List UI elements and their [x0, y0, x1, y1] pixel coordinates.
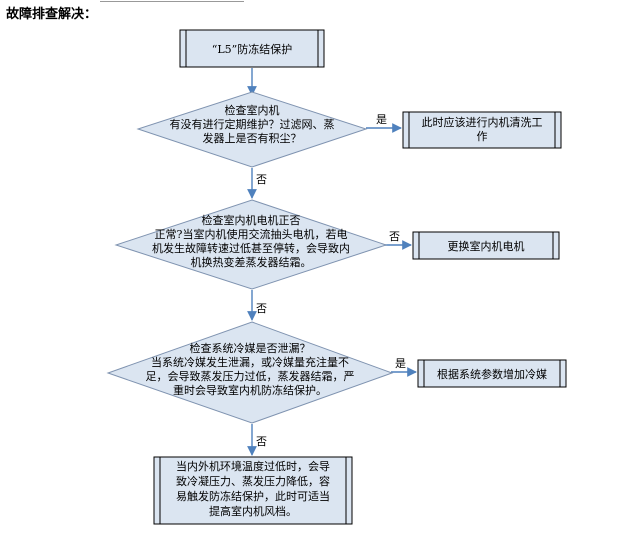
edge-label-no-2: 否: [389, 230, 400, 243]
node-start: “L5”防冻结保护: [179, 29, 325, 68]
node-check1: 检查室内机有没有进行定期维护？过滤网、蒸发器上是否有积尘？: [136, 91, 368, 168]
node-text-line: 根据系统参数增加冷媒: [437, 367, 547, 381]
node-check1-text: 检查室内机有没有进行定期维护？过滤网、蒸发器上是否有积尘？: [170, 103, 335, 145]
heading-underline: [100, 1, 244, 2]
node-text-line: 提高室内机风档。: [209, 504, 297, 518]
node-text-line: 当系统冷媒发生泄漏，或冷媒量充注量不: [151, 355, 349, 369]
node-check2-text: 检查室内机电机正否正常?当室内机使用交流抽头电机，若电机发生故障转速过低甚至停转…: [152, 213, 350, 269]
node-text-line: 重时会导致室内机防冻结保护。: [173, 383, 327, 397]
node-text-line: 此时应该进行内机清洗工: [422, 115, 543, 129]
edge-label-no-1: 否: [256, 173, 267, 186]
node-check2: 检查室内机电机正否正常?当室内机使用交流抽头电机，若电机发生故障转速过低甚至停转…: [114, 199, 388, 290]
node-action1-text: 此时应该进行内机清洗工作: [422, 115, 543, 143]
node-text-line: 正常?当室内机使用交流抽头电机，若电: [155, 227, 348, 241]
node-text-line: 有没有进行定期维护？过滤网、蒸: [170, 117, 335, 131]
node-text-line: 检查室内机: [225, 103, 280, 117]
node-action3: 根据系统参数增加冷媒: [417, 359, 567, 388]
node-text-line: 发器上是否有积尘？: [203, 131, 302, 145]
node-text-line: 检查系统冷媒是否泄漏？: [190, 341, 311, 355]
node-text-line: 足，会导致蒸发压力过低，蒸发器结霜，严: [146, 369, 355, 383]
edge-label-no-4: 否: [256, 435, 267, 448]
node-action2: 更换室内机电机: [412, 231, 560, 260]
edge-label-yes-1: 是: [376, 113, 387, 126]
node-check3: 检查系统冷媒是否泄漏？当系统冷媒发生泄漏，或冷媒量充注量不足，会导致蒸发压力过低…: [106, 321, 394, 424]
node-text-line: 作: [477, 130, 488, 143]
node-text-line: 更换室内机电机: [448, 239, 525, 253]
edge-label-no-3: 否: [256, 302, 267, 315]
node-text-line: 易触发防冻结保护，此时可适当: [176, 489, 330, 503]
node-text-line: 检查室内机电机正否: [202, 213, 301, 227]
edge-label-yes-2: 是: [395, 357, 406, 370]
node-text-line: “L5”防冻结保护: [212, 42, 293, 56]
node-action1: 此时应该进行内机清洗工作: [402, 111, 562, 149]
node-end: 当内外机环境温度过低时，会导致冷凝压力、蒸发压力降低，容易触发防冻结保护，此时可…: [153, 456, 353, 525]
node-text-line: 致冷凝压力、蒸发压力降低，容: [176, 474, 330, 488]
page-title: 故障排查解决：: [6, 7, 98, 22]
node-action3-text: 根据系统参数增加冷媒: [437, 367, 547, 381]
node-text-line: 机换热变差蒸发器结霜。: [191, 255, 312, 269]
node-text-line: 机发生故障转速过低甚至停转，会导致内: [152, 241, 350, 255]
node-start-text: “L5”防冻结保护: [212, 42, 293, 56]
node-check3-text: 检查系统冷媒是否泄漏？当系统冷媒发生泄漏，或冷媒量充注量不足，会导致蒸发压力过低…: [146, 341, 355, 397]
connectors: [247, 68, 417, 456]
node-action2-text: 更换室内机电机: [448, 239, 525, 253]
node-end-text: 当内外机环境温度过低时，会导致冷凝压力、蒸发压力降低，容易触发防冻结保护，此时可…: [176, 459, 330, 518]
node-text-line: 当内外机环境温度过低时，会导: [176, 459, 330, 473]
